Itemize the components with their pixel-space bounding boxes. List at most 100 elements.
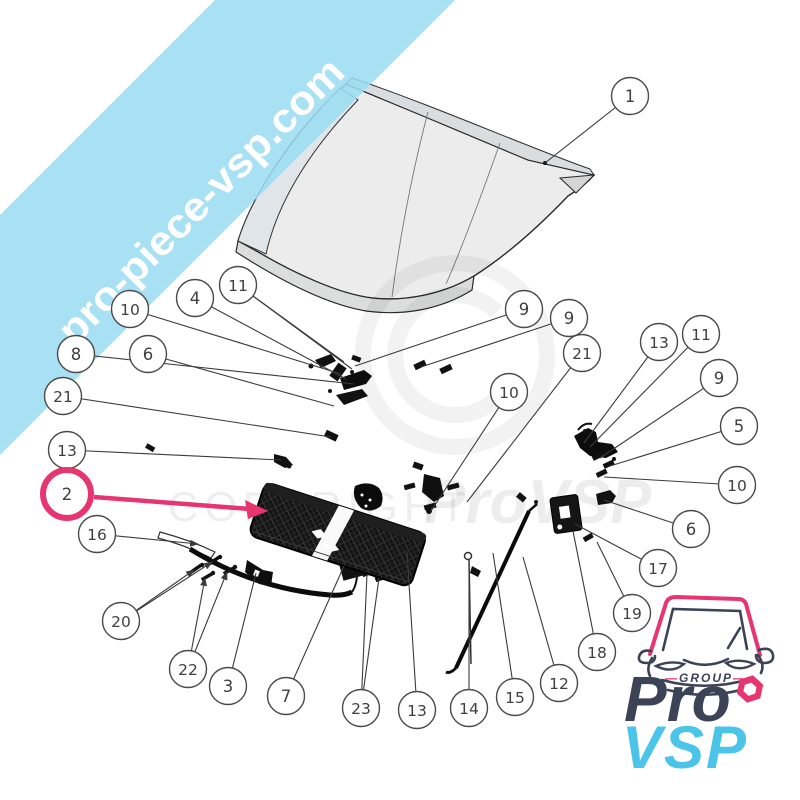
- callout-7: 7: [266, 676, 306, 716]
- leader-line-8: [75, 353, 355, 385]
- callout-number: 3: [223, 677, 234, 696]
- leader-line-13: [583, 341, 660, 444]
- leader-line-13: [66, 449, 282, 461]
- callout-number: 10: [727, 477, 747, 495]
- callout-number: 17: [648, 560, 668, 578]
- callout-circle: [110, 289, 150, 329]
- callout-12: 12: [539, 663, 579, 703]
- callout-23: 23: [341, 688, 381, 728]
- callout-circle: [43, 376, 83, 416]
- callout-10: 10: [717, 465, 757, 505]
- callout-number: 22: [178, 661, 198, 679]
- callout-number: 11: [691, 326, 711, 344]
- callout-number: 9: [564, 309, 575, 328]
- callout-9: 9: [699, 358, 739, 398]
- leader-line-5: [609, 425, 740, 467]
- callout-9: 9: [504, 289, 544, 329]
- leader-line-23: [360, 573, 368, 709]
- callout-circle: [266, 676, 306, 716]
- provsp-logo: —GROUP— Pro VSP: [622, 594, 775, 781]
- callout-20: 20: [101, 601, 141, 641]
- callout-1: 1: [610, 76, 650, 116]
- callout-22: 22: [168, 649, 208, 689]
- highlighted-part-arrow: [93, 494, 268, 519]
- callout-2-highlighted: 2: [40, 467, 94, 521]
- leader-line-9: [420, 317, 570, 368]
- callout-21: 21: [43, 376, 83, 416]
- callout-number: 11: [228, 277, 248, 295]
- callout-circle: [681, 314, 721, 354]
- callout-number: 13: [649, 334, 669, 352]
- callout-15: 15: [495, 677, 535, 717]
- callout-19: 19: [612, 593, 652, 633]
- callout-18: 18: [577, 632, 617, 672]
- callout-number: 21: [53, 388, 73, 406]
- callout-circle: [101, 601, 141, 641]
- callout-circle: [610, 76, 650, 116]
- callout-circle: [397, 690, 437, 730]
- callout-11: 11: [218, 265, 258, 305]
- callout-number: 10: [499, 384, 519, 402]
- callout-circle: [208, 666, 248, 706]
- callout-number: 19: [622, 605, 642, 623]
- callout-number: 23: [351, 700, 371, 718]
- callout-9: 9: [549, 298, 589, 338]
- callout-4: 4: [175, 278, 215, 318]
- leader-line-9: [599, 377, 720, 459]
- leader-line-12: [522, 556, 560, 684]
- callout-number: 20: [111, 613, 131, 631]
- callout-10: 10: [489, 372, 529, 412]
- callout-circle: [539, 663, 579, 703]
- leader-line-10: [129, 308, 342, 375]
- callout-number: 9: [714, 369, 725, 388]
- callout-17: 17: [638, 548, 678, 588]
- callout-number: 6: [143, 345, 154, 364]
- callout-number: 15: [505, 689, 525, 707]
- leader-line-7: [285, 565, 345, 697]
- callout-circle: [128, 334, 168, 374]
- callout-circle: [175, 278, 215, 318]
- callout-number: 12: [549, 675, 569, 693]
- leader-line-10: [603, 476, 738, 486]
- highlighted-callout-circle: [40, 467, 94, 521]
- callout-circles: 1 10 4 11 8 6 21 13 216 20 22 3 7 23 13 14 15 12 18 19 17 6 10…: [40, 76, 759, 730]
- callout-number: 10: [120, 301, 140, 319]
- callout-number: 9: [519, 300, 530, 319]
- callout-number: 4: [190, 289, 201, 308]
- callout-circle: [489, 372, 529, 412]
- leader-line-4: [194, 297, 347, 380]
- logo-nut-icon: [736, 675, 764, 703]
- callout-8: 8: [56, 334, 96, 374]
- callout-13: 13: [397, 690, 437, 730]
- leader-line-11: [589, 333, 702, 448]
- logo-group-line: —GROUP—: [664, 671, 747, 685]
- callout-16: 16: [77, 514, 117, 554]
- leader-line-3: [227, 572, 257, 687]
- callout-11: 11: [681, 314, 721, 354]
- callout-circle: [449, 688, 489, 728]
- callout-circle: [168, 649, 208, 689]
- leader-line-11: [237, 284, 353, 370]
- callout-number: 6: [686, 520, 697, 539]
- callout-number: 1: [625, 87, 636, 106]
- grille-part: [249, 482, 427, 587]
- callout-circle: [504, 289, 544, 329]
- callout-number: 8: [71, 345, 82, 364]
- callout-number: 18: [587, 644, 607, 662]
- callout-circle: [341, 688, 381, 728]
- callout-circle: [549, 298, 589, 338]
- callout-number: 2: [62, 485, 73, 504]
- logo-pro-text: Pro: [624, 663, 731, 735]
- leader-line-6: [147, 353, 335, 407]
- callout-number: 21: [572, 345, 592, 363]
- hood-illustration: [235, 77, 596, 314]
- callout-6: 6: [671, 509, 711, 549]
- callout-circle: [719, 406, 759, 446]
- callout-14: 14: [449, 688, 489, 728]
- callout-number: 14: [459, 700, 479, 718]
- callout-circle: [77, 514, 117, 554]
- callout-number: 5: [734, 417, 745, 436]
- callout-circle: [495, 677, 535, 717]
